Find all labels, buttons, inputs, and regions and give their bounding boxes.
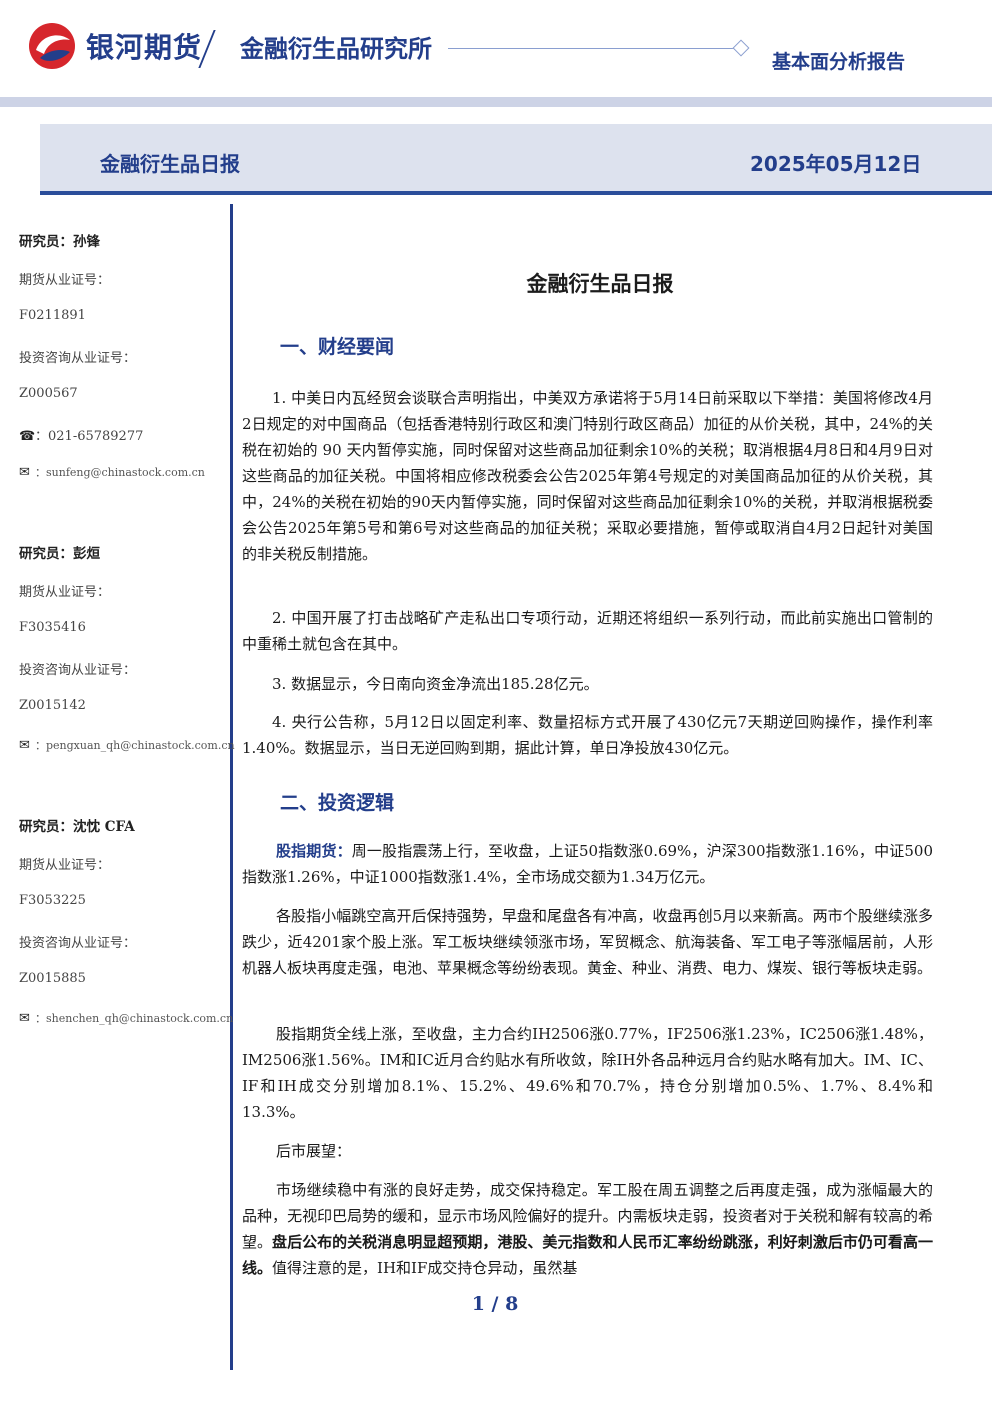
invest-cert-label: 投资咨询从业证号： xyxy=(19,936,137,951)
logic-paragraph-2: 各股指小幅跳空高开后保持强势，早盘和尾盘各有冲高，收盘再创5月以来新高。两市个股… xyxy=(242,907,933,977)
futures-cert-label: 期货从业证号： xyxy=(19,585,111,600)
mail-icon: ✉ xyxy=(19,465,30,480)
header-diamond-icon xyxy=(732,39,750,57)
brand-name: 银河期货 xyxy=(86,31,203,64)
news-item-4: 4. 央行公告称，5月12日以固定利率、数量招标方式开展了430亿元7天期逆回购… xyxy=(242,713,933,757)
mail-icon: ✉ xyxy=(19,1011,30,1026)
analyst-name: 研究员：沈忱 CFA xyxy=(19,819,135,835)
invest-cert-label: 投资咨询从业证号： xyxy=(19,663,137,678)
outlook-label: 后市展望： xyxy=(276,1142,352,1160)
email-row: ✉ ：pengxuan_qh@chinastock.com.cn xyxy=(19,737,235,753)
phone-number: ：021-65789277 xyxy=(35,429,144,444)
futures-cert: F0211891 xyxy=(19,308,86,323)
stock-index-futures-label: 股指期货： xyxy=(276,842,352,860)
email-row: ✉ ：shenchen_qh@chinastock.com.cn xyxy=(19,1010,233,1026)
futures-cert: F3053225 xyxy=(19,893,86,908)
invest-cert: Z0015142 xyxy=(19,698,86,713)
email-link[interactable]: ：pengxuan_qh@chinastock.com.cn xyxy=(35,739,235,752)
report-type: 基本面分析报告 xyxy=(772,51,906,73)
futures-cert: F3035416 xyxy=(19,620,86,635)
outlook-text-a: 市场继续稳中有涨的良好走势，成交保持稳定。军工股在周五调整之后再度走强，成为涨幅… xyxy=(242,1181,933,1251)
email-link[interactable]: ：sunfeng@chinastock.com.cn xyxy=(35,466,205,479)
title-banner xyxy=(40,124,992,194)
logic-paragraph-1-text: 周一股指震荡上行，至收盘，上证50指数涨0.69%，沪深300指数涨1.16%，… xyxy=(242,842,933,886)
section-heading-logic: 二、投资逻辑 xyxy=(280,792,395,814)
header-band xyxy=(0,97,992,107)
email-link[interactable]: ：shenchen_qh@chinastock.com.cn xyxy=(35,1012,234,1025)
news-item-3: 3. 数据显示，今日南向资金净流出185.28亿元。 xyxy=(272,675,599,693)
news-item-2: 2. 中国开展了打击战略矿产走私出口专项行动，近期还将组织一系列行动，而此前实施… xyxy=(242,609,933,653)
news-item-1: 1. 中美日内瓦经贸会谈联合声明指出，中美双方承诺将于5月14日前采取以下举措：… xyxy=(242,389,933,563)
phone-icon: ☎ xyxy=(19,429,36,444)
futures-cert-label: 期货从业证号： xyxy=(19,273,111,288)
futures-cert-label: 期货从业证号： xyxy=(19,858,111,873)
logic-paragraph-4: 市场继续稳中有涨的良好走势，成交保持稳定。军工股在周五调整之后再度走强，成为涨幅… xyxy=(242,1177,933,1281)
outlook-highlight: 盘后公布的关税消息明显超预期，港股、美元指数和人民币汇率纷纷跳涨，利好刺激后市仍… xyxy=(242,1233,933,1277)
email-row: ✉ ：sunfeng@chinastock.com.cn xyxy=(19,464,224,480)
section-heading-news: 一、财经要闻 xyxy=(280,336,395,358)
banner-date: 2025年05月12日 xyxy=(750,152,922,176)
galaxy-futures-logo-icon xyxy=(29,23,75,69)
banner-rule xyxy=(40,191,992,195)
invest-cert-label: 投资咨询从业证号： xyxy=(19,351,137,366)
logic-paragraph-3: 股指期货全线上涨，至收盘，主力合约IH2506涨0.77%，IF2506涨1.2… xyxy=(242,1025,933,1121)
institute-name: 金融衍生品研究所 xyxy=(240,35,432,63)
invest-cert: Z0015885 xyxy=(19,971,86,986)
analyst-name: 研究员：孙锋 xyxy=(19,234,100,250)
mail-icon: ✉ xyxy=(19,738,30,753)
page-number: 1 / 8 xyxy=(471,1293,519,1315)
phone-row: ☎：021-65789277 xyxy=(19,425,224,444)
header-decor-line xyxy=(448,48,734,49)
invest-cert: Z000567 xyxy=(19,386,78,401)
logic-paragraph-1: 股指期货：周一股指震荡上行，至收盘，上证50指数涨0.69%，沪深300指数涨1… xyxy=(242,838,933,890)
document-title: 金融衍生品日报 xyxy=(526,272,674,296)
analyst-name: 研究员：彭烜 xyxy=(19,546,100,562)
banner-title: 金融衍生品日报 xyxy=(100,152,240,176)
sidebar-divider xyxy=(230,204,233,1370)
outlook-text-c: 值得注意的是，IH和IF成交持仓异动，虽然基 xyxy=(272,1259,578,1277)
